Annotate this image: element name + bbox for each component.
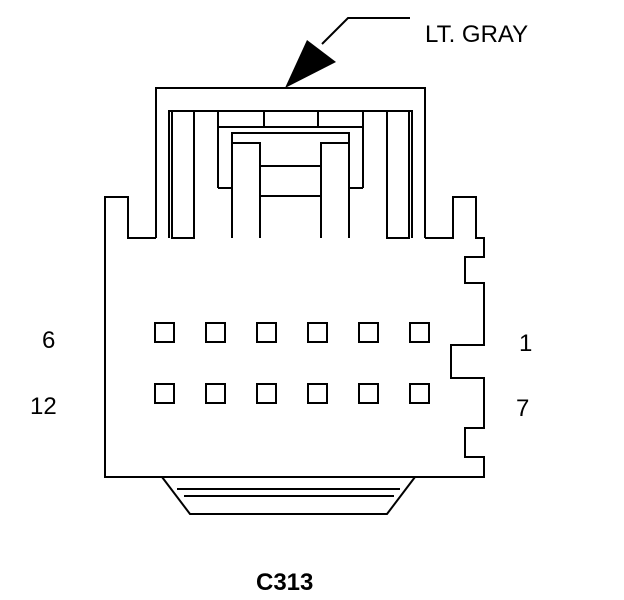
pin-cavity-grid: [154, 322, 430, 404]
pin-cavity: [256, 322, 277, 343]
pin-cavity: [307, 322, 328, 343]
pin-cavity: [205, 322, 226, 343]
color-label: LT. GRAY: [425, 21, 528, 48]
color-callout-leader: [321, 17, 410, 45]
pin-label-top-right: 1: [519, 330, 532, 357]
connector-housing: [104, 196, 485, 478]
pin-cavity: [307, 383, 328, 404]
pin-cavity: [205, 383, 226, 404]
pin-label-bottom-left: 12: [30, 393, 57, 420]
pin-cavity: [358, 383, 379, 404]
pin-cavity: [358, 322, 379, 343]
pin-cavity: [154, 322, 175, 343]
pin-cavity: [409, 383, 430, 404]
pin-label-top-left: 6: [42, 327, 55, 354]
pin-label-bottom-right: 7: [516, 395, 529, 422]
pin-cavity: [409, 322, 430, 343]
bottom-boss: [161, 476, 416, 515]
locking-latch: [155, 87, 426, 239]
pin-cavity: [256, 383, 277, 404]
pin-cavity: [154, 383, 175, 404]
callout-arrow-icon: [285, 40, 336, 88]
connector-id-label: C313: [256, 569, 313, 596]
